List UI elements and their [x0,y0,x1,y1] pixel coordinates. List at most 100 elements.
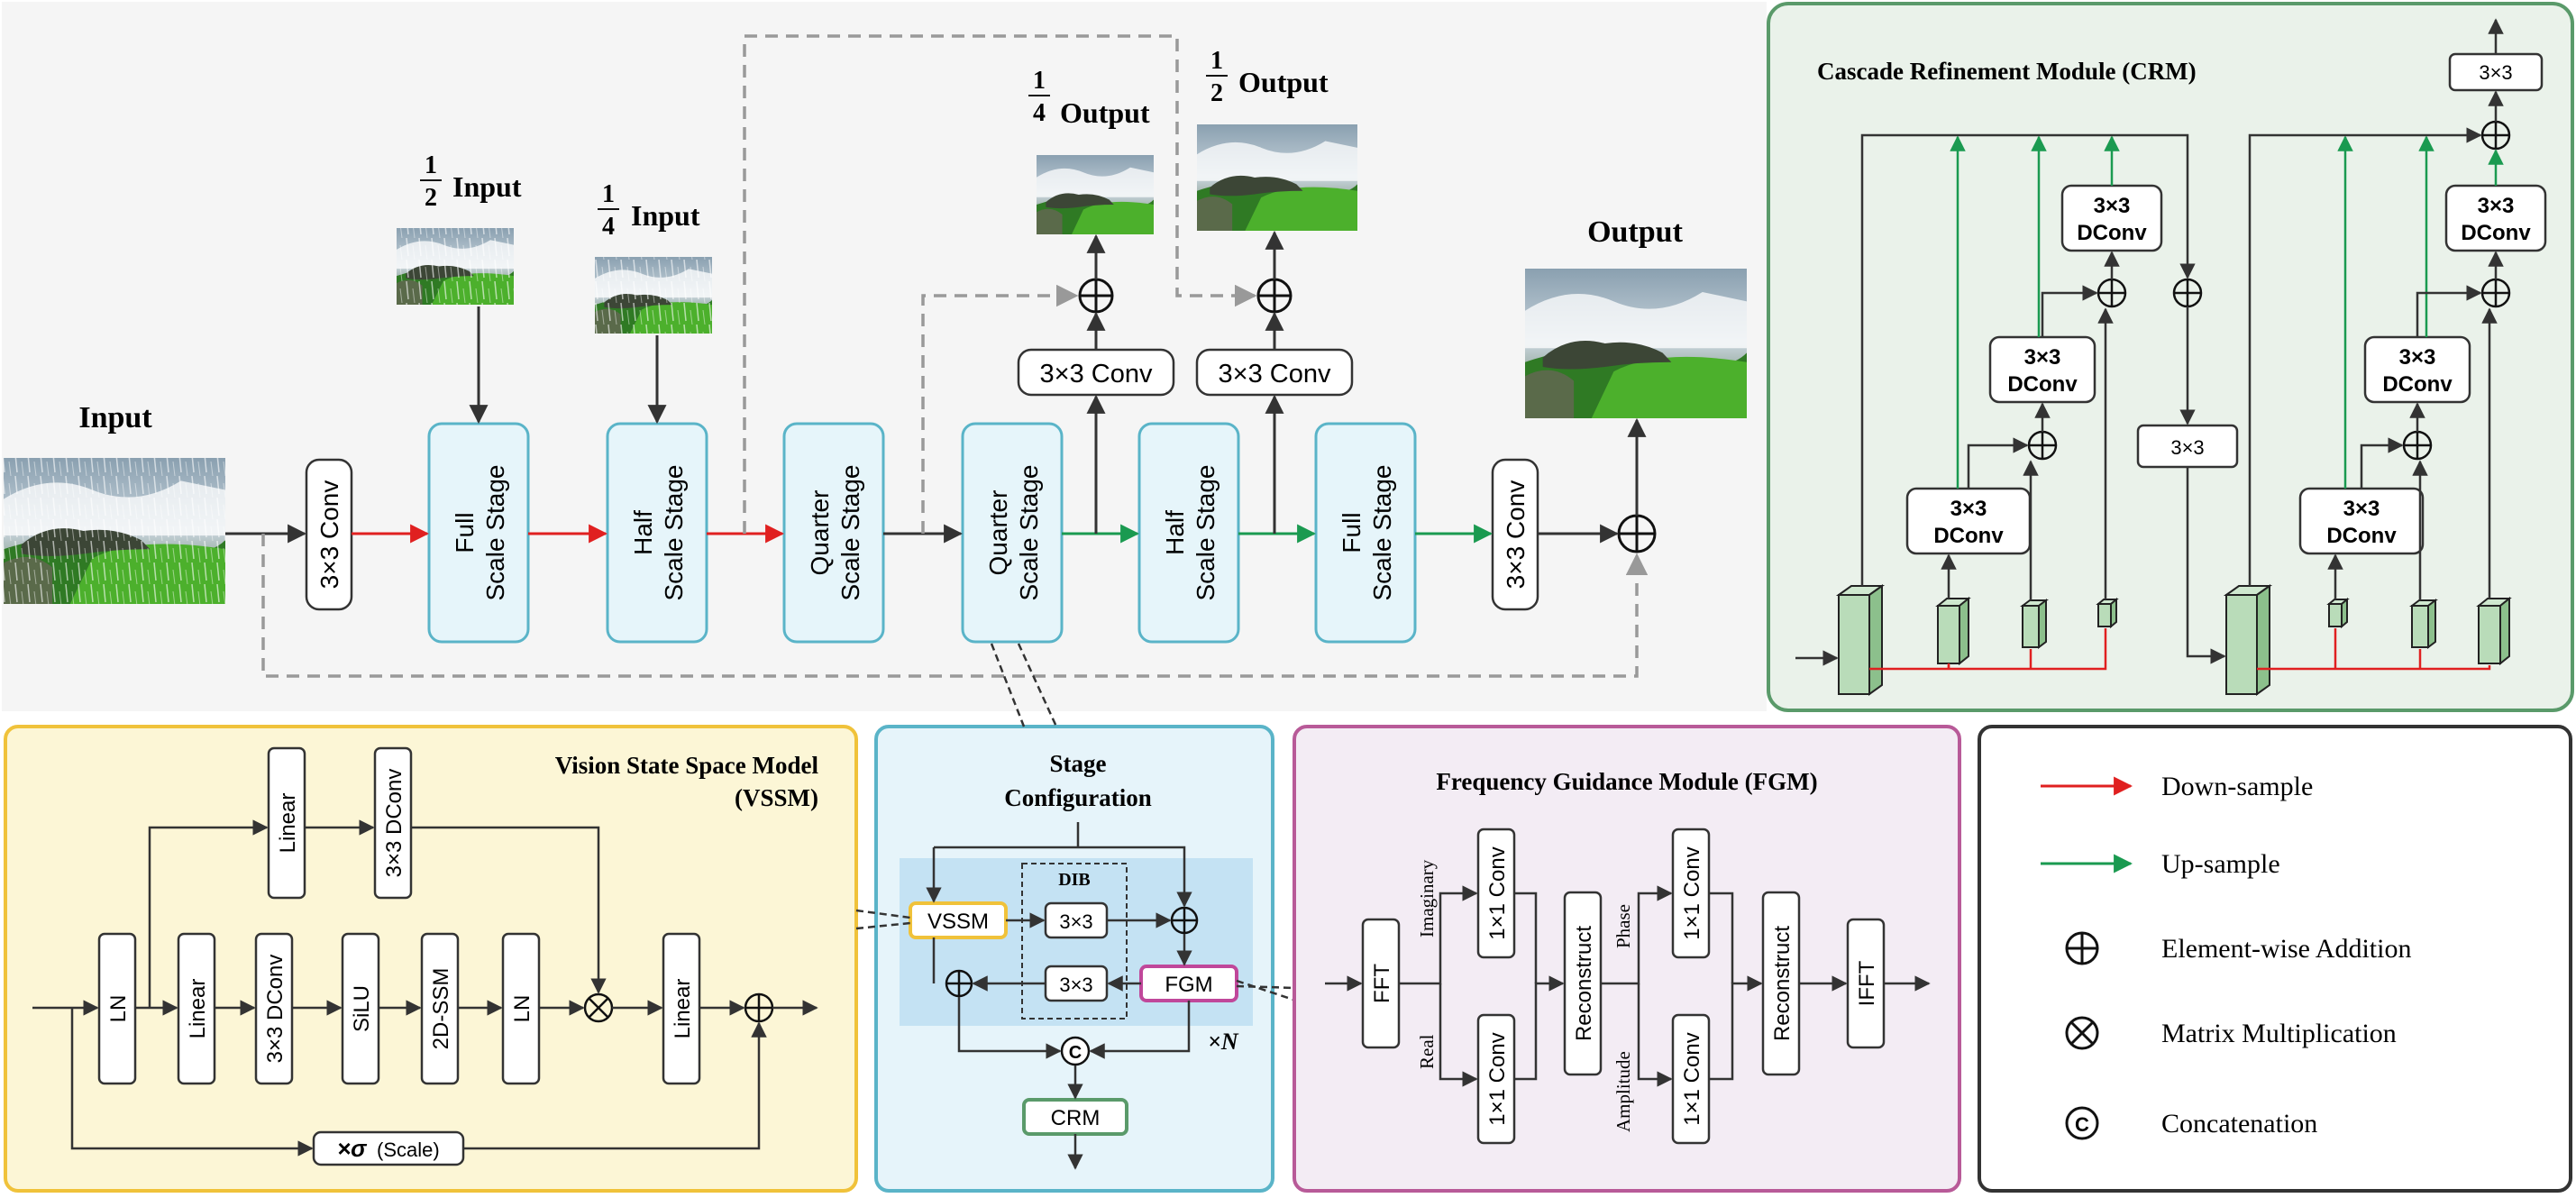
fgm-ifft: IFFT [1846,918,1886,1049]
fgm-conv-imag: 1×1 Conv [1476,828,1516,959]
vssm-2dssm: 2D-SSM [420,932,460,1085]
svg-text:Up-sample: Up-sample [2161,849,2280,879]
vssm-ln-2: LN [501,932,541,1085]
svg-text:3×3: 3×3 [1059,910,1092,933]
svg-text:4: 4 [1033,99,1046,127]
fgm-title: Frequency Guidance Module (FGM) [1436,768,1817,795]
vssm-silu: SiLU [341,932,380,1085]
quarter-output-label: Output [1060,96,1150,129]
half-output-label: Output [1238,66,1329,98]
legend-mul-icon [2065,1016,2099,1050]
crm-title: Cascade Refinement Module (CRM) [1817,58,2197,85]
half-input-image [397,228,514,305]
svg-text:LN: LN [106,995,131,1023]
svg-text:DConv: DConv [1933,524,2004,548]
svg-text:Matrix Multiplication: Matrix Multiplication [2161,1019,2397,1048]
dib-dashed-box [1021,863,1128,1020]
svg-text:SiLU: SiLU [350,985,374,1032]
svg-text:×σ: ×σ [337,1135,368,1162]
vssm-title-1: Vision State Space Model [555,752,819,779]
svg-text:DConv: DConv [2077,221,2147,245]
crm-connections [1795,18,2504,671]
svg-text:Reconstruct: Reconstruct [1770,926,1795,1041]
vssm-add-icon [744,992,774,1023]
svg-text:Linear: Linear [671,979,695,1039]
svg-text:Half: Half [1161,510,1189,555]
legend-concat: C Concatenation [2065,1106,2317,1140]
svg-text:Scale Stage: Scale Stage [836,465,864,601]
quarter-input-fraction: 1 4 [598,180,619,241]
svg-text:DConv: DConv [2326,524,2397,548]
svg-text:Scale Stage: Scale Stage [660,465,688,601]
svg-text:3×3: 3×3 [2478,194,2515,218]
svg-text:Reconstruct: Reconstruct [1572,926,1596,1041]
svg-text:1×1 Conv: 1×1 Conv [1680,846,1704,939]
imaginary-label: Imaginary [1416,859,1438,937]
fgm-connections [1325,885,1931,1087]
quarter-out-conv-box: 3×3 Conv [1017,348,1175,397]
vssm-linear-branch: Linear [267,746,306,900]
svg-text:1: 1 [1033,67,1046,95]
svg-text:C: C [2075,1113,2089,1136]
svg-text:IFFT: IFFT [1855,960,1879,1006]
svg-text:3×3 DConv: 3×3 DConv [263,955,288,1064]
svg-text:3×3: 3×3 [2343,497,2380,521]
vssm-dconv-branch: 3×3 DConv [373,746,413,900]
legend-concat-icon [2065,1106,2099,1140]
quarter-output-image [1037,155,1154,234]
fgm-labels: Imaginary Real Phase Amplitude [1416,859,1634,1132]
svg-text:3×3: 3×3 [1059,974,1092,996]
stage-fgm-box: FGM [1139,965,1238,1002]
quarter-input-label: Input [631,199,700,232]
legend-down: Down-sample [2041,772,2313,801]
svg-text:Quarter: Quarter [806,490,834,576]
legend-mul: Matrix Multiplication [2065,1016,2397,1050]
svg-text:2: 2 [1210,79,1223,107]
vssm-connections [32,819,818,1157]
svg-text:FGM: FGM [1165,973,1212,997]
stage-config-title-2: Configuration [1004,784,1152,811]
svg-text:1: 1 [602,180,615,208]
fgm-conv-phase: 1×1 Conv [1671,828,1711,959]
output-label: Output [1587,215,1683,249]
half-output-image [1197,124,1357,231]
svg-text:1: 1 [1210,47,1223,75]
output-conv-box: 3×3 Conv [1491,458,1539,611]
svg-text:Linear: Linear [276,793,300,854]
svg-text:3×3 Conv: 3×3 Conv [1219,360,1331,389]
quarter-out-add-icon [1078,278,1114,314]
half-input-label: Input [452,170,522,203]
svg-text:3×3 Conv: 3×3 Conv [315,480,343,590]
half-out-conv-box: 3×3 Conv [1195,348,1354,397]
fgm-conv-real: 1×1 Conv [1476,1013,1516,1145]
svg-text:1×1 Conv: 1×1 Conv [1485,1032,1510,1125]
times-n-label: ×N [1208,1029,1239,1055]
dib-label: DIB [1058,870,1091,890]
svg-text:(Scale): (Scale) [377,1139,440,1161]
svg-text:3×3: 3×3 [2094,194,2131,218]
fgm-reconstruct-1: Reconstruct [1563,891,1603,1076]
svg-text:Linear: Linear [186,979,210,1039]
dashed-skip-connections [261,34,1649,678]
half-input-fraction: 1 2 [420,151,442,212]
svg-text:DConv: DConv [2461,221,2531,245]
vssm-title-2: (VSSM) [735,784,818,811]
stage-vssm-box: VSSM [909,901,1008,939]
stage-add-icon-2 [945,969,973,998]
stage-concat-icon: C [1060,1036,1091,1066]
crm-dconv-box-6: 3×3 DConv [2444,184,2547,252]
svg-text:3×3: 3×3 [1950,497,1987,521]
svg-text:VSSM: VSSM [927,910,989,934]
input-image [4,458,225,604]
svg-text:C: C [1069,1043,1082,1063]
svg-text:Full: Full [1338,512,1366,553]
vssm-dconv-1: 3×3 DConv [254,932,294,1085]
svg-text:2: 2 [425,184,437,212]
svg-text:3×3: 3×3 [2170,436,2204,459]
svg-text:Full: Full [451,512,479,553]
